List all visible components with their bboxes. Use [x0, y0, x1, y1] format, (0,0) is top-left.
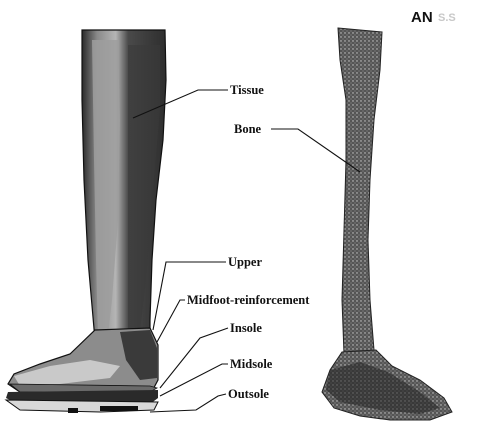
label-upper: Upper: [228, 255, 262, 269]
label-tissue: Tissue: [230, 83, 264, 97]
midsole-leader: [160, 364, 228, 396]
shoe-model: [6, 328, 158, 413]
bone-model: [322, 28, 452, 420]
logo-text: AN: [411, 9, 433, 26]
outsole-tread-2: [100, 406, 138, 411]
tibia-shaft: [338, 28, 382, 354]
label-insole: Insole: [230, 321, 262, 335]
midfoot-leader: [157, 300, 185, 342]
label-outsole: Outsole: [228, 387, 269, 401]
logo-faint-text: S.S: [438, 12, 456, 24]
outsole-tread-1: [68, 408, 78, 413]
leg-tissue-model: [82, 30, 166, 340]
label-midfoot: Midfoot-reinforcement: [187, 293, 310, 307]
outsole-leader: [150, 394, 226, 412]
label-bone: Bone: [234, 122, 262, 136]
label-midsole: Midsole: [230, 357, 273, 371]
